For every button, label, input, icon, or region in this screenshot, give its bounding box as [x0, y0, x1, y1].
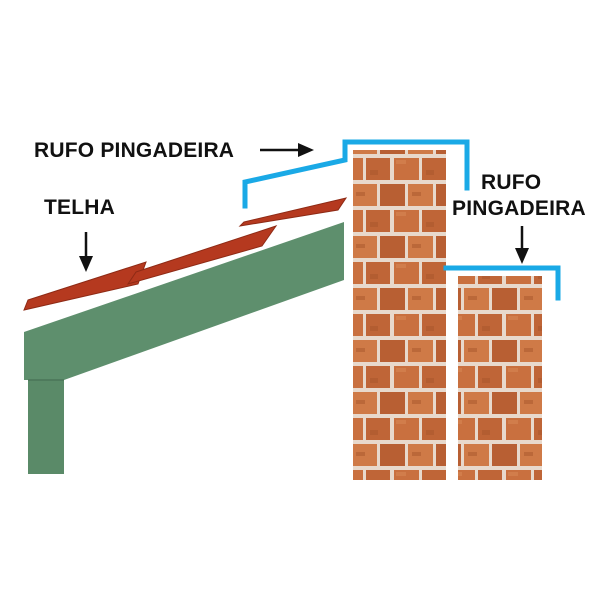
- label-rufo-right-line2: PINGADEIRA: [452, 197, 586, 220]
- arrow-down-icon: [79, 232, 93, 272]
- label-rufo-right-line1: RUFO: [481, 171, 541, 194]
- tile-3: [238, 197, 348, 227]
- brick-wall-tall: [353, 150, 446, 480]
- brick-wall-short: [458, 276, 542, 480]
- roof-beam: [24, 222, 344, 474]
- tile-2: [126, 225, 278, 285]
- telha-tiles: [23, 197, 348, 311]
- tall-wall-bricks: [353, 150, 446, 480]
- label-rufo-pingadeira-top: RUFO PINGADEIRA: [34, 139, 234, 162]
- beam-top-face: [24, 222, 344, 380]
- arrow-right-icon: [260, 143, 314, 157]
- beam-vertical-face: [28, 380, 64, 474]
- label-telha: TELHA: [44, 196, 115, 219]
- tile-1: [23, 261, 147, 311]
- short-wall-bricks: [458, 276, 542, 480]
- rufo-flashing-tall-wall: [242, 139, 470, 209]
- rufo-flashing: [242, 139, 561, 301]
- rufo-flashing-short-wall: [443, 265, 561, 301]
- arrow-down-icon: [515, 226, 529, 264]
